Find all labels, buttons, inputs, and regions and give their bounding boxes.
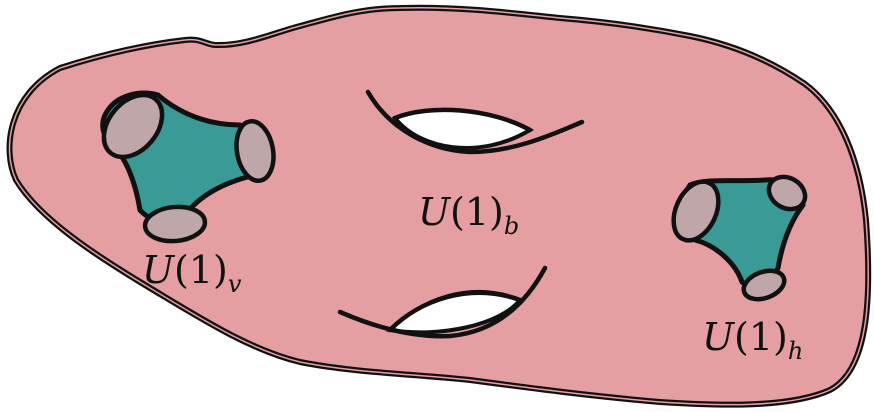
handle-upper-lip bbox=[365, 89, 585, 155]
handle-lower-rim bbox=[387, 290, 523, 333]
throat-left bbox=[100, 90, 276, 244]
throat-left-mouth-top bbox=[101, 92, 165, 160]
throat-right bbox=[671, 174, 808, 302]
handle-lower-lip bbox=[337, 265, 548, 339]
handle-upper-rim bbox=[392, 107, 533, 133]
throat-right-mouth-upper-right bbox=[766, 174, 808, 212]
riemann-surface bbox=[6, 4, 872, 408]
throat-right-mouth-bottom bbox=[741, 268, 787, 302]
label-vector: U(1)v bbox=[142, 248, 242, 298]
surface-inner-edge bbox=[8, 6, 869, 406]
label-bulk: U(1)b bbox=[418, 190, 519, 240]
throat-right-mouth-left bbox=[671, 179, 721, 243]
throat-left-mouth-bottom bbox=[142, 204, 208, 244]
throat-left-mouth-right bbox=[234, 119, 276, 183]
label-hyper: U(1)h bbox=[702, 315, 803, 365]
handle-upper bbox=[365, 89, 585, 155]
handle-lower bbox=[337, 265, 548, 339]
